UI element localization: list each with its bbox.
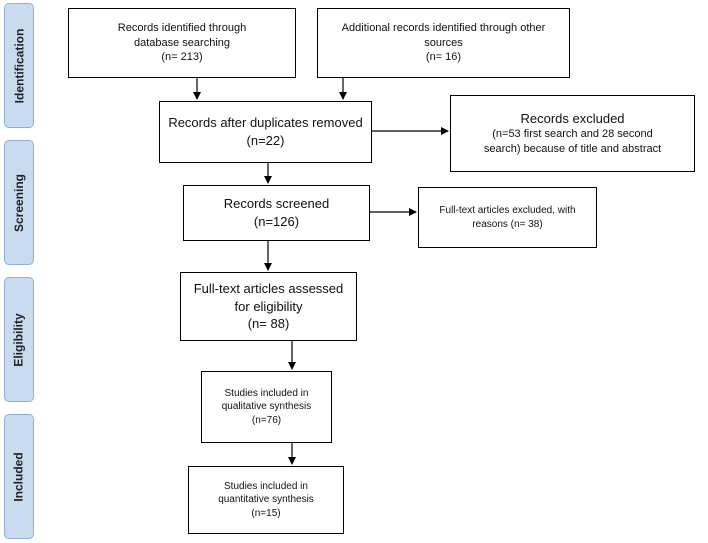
box-records-screened-line1: Records screened <box>223 196 330 212</box>
box-database-search-line1: Records identified through <box>117 21 247 34</box>
box-qualitative-line1: Studies included in <box>224 387 309 399</box>
box-records-screened-line2: (n=126) <box>253 214 300 229</box>
phase-screening: Screening <box>4 140 34 265</box>
box-fulltext-excluded: Full-text articles excluded, with reason… <box>418 187 597 248</box>
box-qualitative-synthesis: Studies included in qualitative synthesi… <box>201 371 332 443</box>
box-quantitative-line2: quantitative synthesis <box>218 494 314 506</box>
box-after-duplicates: Records after duplicates removed (n=22) <box>159 101 372 163</box>
box-other-sources: Additional records identified through ot… <box>317 8 570 78</box>
box-other-sources-line2: sources <box>424 36 463 49</box>
box-after-duplicates-line2: (n=22) <box>246 133 285 148</box>
box-other-sources-line3: (n= 16) <box>425 51 462 64</box>
box-qualitative-line3: (n=76) <box>251 414 282 426</box>
box-database-search-line2: database searching <box>133 36 230 49</box>
box-fulltext-excluded-line2: reasons (n= 38) <box>472 218 543 230</box>
box-fulltext-assessed: Full-text articles assessed for eligibil… <box>180 272 357 341</box>
box-fulltext-excluded-line1: Full-text articles excluded, with <box>439 205 576 216</box>
phase-eligibility: Eligibility <box>4 277 34 402</box>
box-fulltext-assessed-line2: for eligibility <box>234 298 303 314</box>
box-fulltext-assessed-line3: (n= 88) <box>247 316 290 332</box>
box-quantitative-line1: Studies included in <box>224 480 308 492</box>
box-records-screened: Records screened (n=126) <box>183 185 370 241</box>
phase-identification: Identification <box>4 3 34 128</box>
box-database-search: Records identified through database sear… <box>68 8 296 78</box>
box-records-excluded-line3: search) because of title and abstract <box>483 143 662 156</box>
box-fulltext-assessed-line1: Full-text articles assessed <box>193 281 344 297</box>
box-records-excluded-line1: Records excluded <box>520 110 625 126</box>
box-records-excluded: Records excluded (n=53 first search and … <box>450 95 695 172</box>
box-quantitative-line3: (n=15) <box>251 507 281 519</box>
phase-included: Included <box>4 414 34 539</box>
box-qualitative-line2: qualitative synthesis <box>221 401 312 413</box>
box-after-duplicates-line1: Records after duplicates removed <box>168 115 363 131</box>
box-quantitative-synthesis: Studies included in quantitative synthes… <box>188 466 344 534</box>
box-database-search-line3: (n= 213) <box>161 51 203 64</box>
box-records-excluded-line2: (n=53 first search and 28 second <box>492 128 653 141</box>
box-other-sources-line1: Additional records identified through ot… <box>341 21 546 34</box>
